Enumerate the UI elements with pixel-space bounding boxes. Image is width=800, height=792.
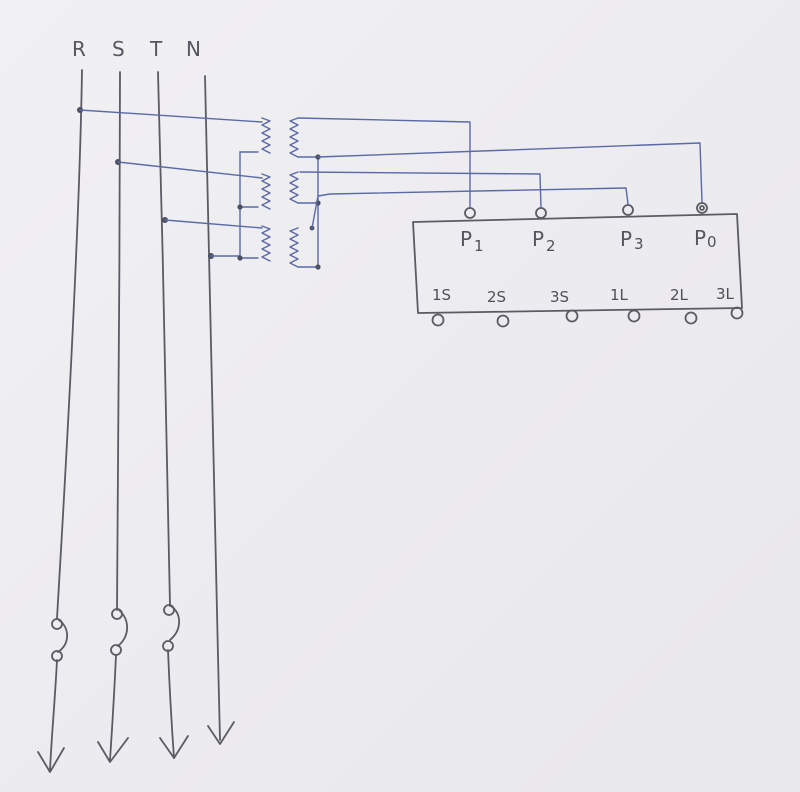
terminal-p2	[535, 207, 547, 219]
arrow-t	[159, 735, 189, 759]
wire-to-p3	[311, 187, 629, 229]
terminal-2s	[496, 314, 510, 328]
breaker-t	[162, 604, 181, 652]
bus-line-r	[56, 69, 83, 619]
terminal-p0	[696, 202, 708, 214]
label-2l: 2L	[670, 286, 689, 304]
label-p1-letter: P	[460, 227, 472, 251]
bus-lines	[49, 69, 221, 771]
label-p3-letter: P	[620, 227, 632, 251]
arrow-n	[207, 721, 235, 745]
terminal-3s	[565, 309, 579, 323]
phase-labels: R S T N	[72, 37, 201, 61]
secondary-coil-1	[289, 117, 299, 158]
wire-to-p1	[297, 117, 471, 209]
terminal-p1	[464, 207, 476, 219]
terminal-1s	[431, 313, 445, 327]
transformer-group	[237, 117, 321, 270]
label-2s: 2S	[487, 288, 506, 306]
breaker-s	[110, 608, 129, 656]
label-p3-sub: 3	[634, 235, 644, 253]
secondary-coil-2	[289, 171, 299, 204]
tap-wire-s	[117, 161, 263, 179]
phase-label-s: S	[112, 37, 125, 61]
terminal-3l	[730, 306, 744, 320]
output-arrows	[37, 721, 235, 773]
relay-block-outline	[412, 213, 743, 314]
primary-coil-1	[261, 117, 271, 154]
wire-to-p2	[299, 171, 542, 209]
breaker-r	[51, 618, 69, 662]
label-3l: 3L	[716, 285, 735, 303]
bus-line-r-lower	[49, 659, 58, 771]
arrow-s	[97, 737, 129, 763]
primary-coil-3	[261, 225, 271, 262]
bus-line-s-lower	[109, 654, 117, 761]
phase-label-n: N	[186, 37, 201, 61]
phase-taps	[77, 107, 263, 259]
phase-label-r: R	[72, 37, 86, 61]
circuit-breakers	[51, 604, 181, 662]
terminal-1l	[627, 309, 641, 323]
label-p2-letter: P	[532, 227, 544, 251]
secondary-wires	[297, 117, 703, 229]
label-p0-letter: P	[694, 226, 706, 250]
label-3s: 3S	[550, 288, 569, 306]
tap-wire-r	[79, 109, 263, 123]
terminal-p3	[622, 204, 634, 216]
relay-block: P 1 P 2 P 3 P 0 1S 2S 3S 1L 2L 3L	[412, 202, 744, 328]
bus-line-t	[157, 71, 171, 607]
terminal-2l	[684, 311, 698, 325]
label-p2-sub: 2	[546, 237, 556, 255]
label-1l: 1L	[610, 286, 629, 304]
bus-line-n	[204, 75, 221, 741]
bus-line-t-lower	[167, 649, 175, 759]
arrow-r	[37, 747, 65, 773]
tap-wire-t	[164, 219, 263, 229]
label-p1-sub: 1	[474, 237, 484, 255]
bus-line-s	[116, 71, 121, 611]
label-1s: 1S	[432, 286, 451, 304]
secondary-coil-3	[289, 227, 299, 268]
phase-label-t: T	[149, 37, 163, 61]
label-p0-sub: 0	[707, 233, 717, 251]
primary-coil-2	[261, 173, 271, 210]
wire-to-p0	[317, 142, 703, 203]
